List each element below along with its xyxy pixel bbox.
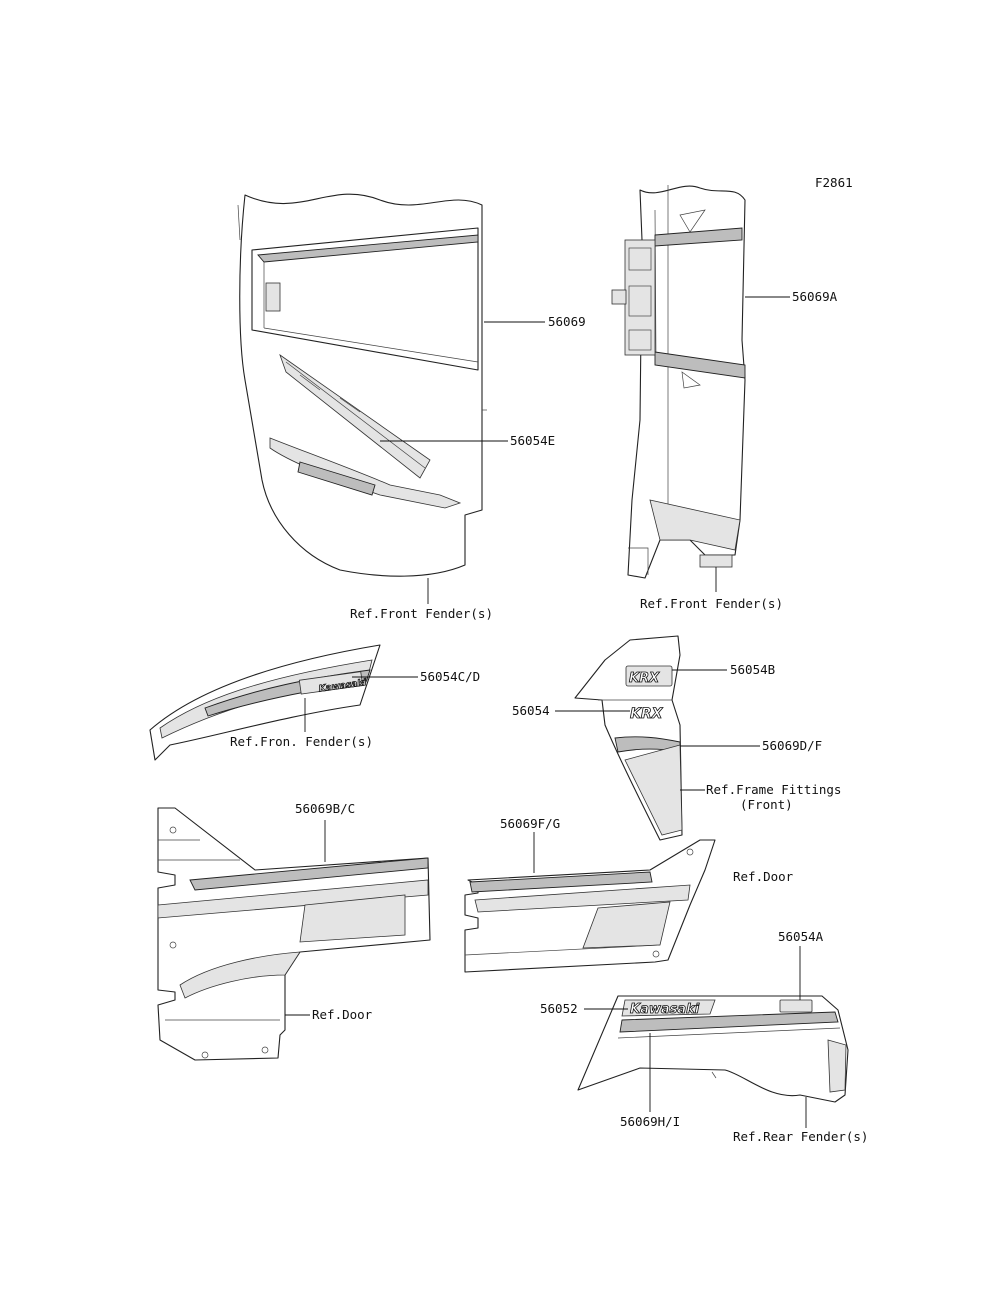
label-ref-door-1: Ref.Door bbox=[312, 1007, 373, 1022]
label-56069fg: 56069F/G bbox=[500, 816, 560, 831]
decal-badge-1: KRX bbox=[629, 671, 660, 686]
label-56054e: 56054E bbox=[510, 433, 555, 448]
label-ref-front-fender-2: Ref.Front Fender(s) bbox=[640, 596, 783, 611]
label-ref-door-2: Ref.Door bbox=[733, 869, 794, 884]
label-56069bc: 56069B/C bbox=[295, 801, 355, 816]
label-ref-front-fender-3: Ref.Fron. Fender(s) bbox=[230, 734, 373, 749]
label-56069a: 56069A bbox=[792, 289, 838, 304]
label-56069: 56069 bbox=[548, 314, 586, 329]
label-ref-rear-fender: Ref.Rear Fender(s) bbox=[733, 1129, 868, 1144]
figure-code: F2861 bbox=[815, 175, 853, 190]
front-frame-fitting-part: KRX KRX bbox=[574, 635, 683, 841]
label-ref-frame-fittings: Ref.Frame Fittings bbox=[706, 782, 841, 797]
rear-door-panel-part bbox=[157, 807, 431, 1061]
rear-fender-part: Kawasaki bbox=[577, 995, 849, 1103]
label-56054b: 56054B bbox=[730, 662, 775, 677]
label-56054cd: 56054C/D bbox=[420, 669, 480, 684]
front-fender-left-part bbox=[237, 193, 487, 577]
label-56052: 56052 bbox=[540, 1001, 578, 1016]
label-56054a: 56054A bbox=[778, 929, 824, 944]
decal-kawasaki-rear: Kawasaki bbox=[630, 1002, 700, 1017]
label-56069df: 56069D/F bbox=[762, 738, 822, 753]
front-door-panel-part bbox=[464, 839, 716, 973]
label-ref-front-fender-1: Ref.Front Fender(s) bbox=[350, 606, 493, 621]
label-ref-frame-fittings-front: (Front) bbox=[740, 797, 793, 812]
decal-badge-2: KRX bbox=[630, 706, 664, 722]
label-56054: 56054 bbox=[512, 703, 550, 718]
front-fender-front-part bbox=[611, 185, 746, 579]
label-56069hi: 56069H/I bbox=[620, 1114, 680, 1129]
